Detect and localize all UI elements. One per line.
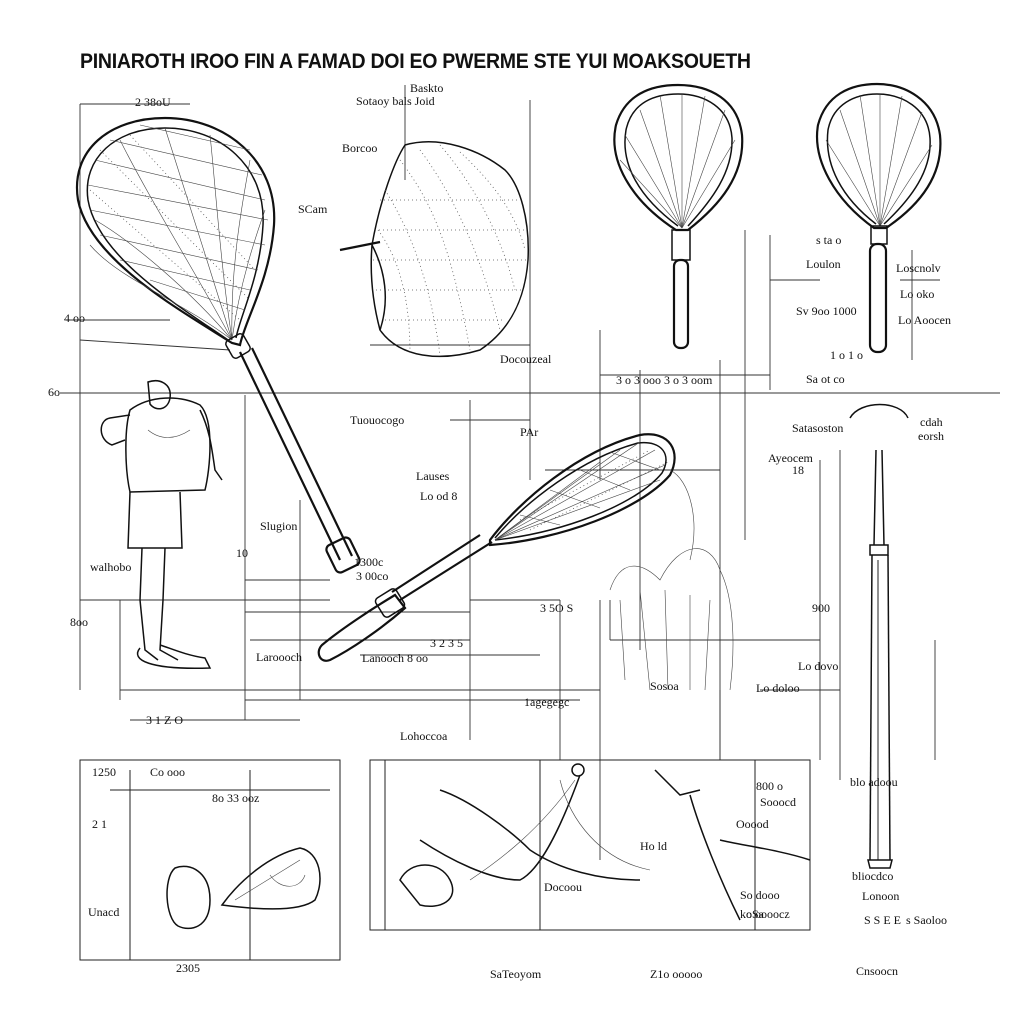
racket-handle-side-elevation: [849, 403, 909, 869]
racket-angled-illustration: [317, 433, 676, 662]
label: Docouzeal: [500, 352, 552, 366]
label: 3 o 3 ooo 3 o 3 oom: [616, 373, 713, 387]
label: Baskto: [410, 81, 443, 95]
label: Lauses: [416, 469, 450, 483]
label: 1 o 1 o: [830, 348, 863, 362]
label: 2305: [176, 961, 200, 975]
label: blo adoou: [850, 775, 898, 789]
label: Ayeocem: [768, 451, 814, 465]
label: Unacd: [88, 905, 119, 919]
racket-side-view-1: [613, 83, 744, 350]
label: Lo od 8: [420, 489, 457, 503]
label: Lonoon: [862, 889, 899, 903]
label: SaTeoyom: [490, 967, 542, 981]
label: S S E E: [864, 913, 901, 927]
label: Satasoston: [792, 421, 843, 435]
label: Lo doloo: [756, 681, 800, 695]
label: 1300c: [354, 555, 383, 569]
bottom-detail-panels: [79, 759, 811, 961]
label: s Saoloo: [906, 913, 947, 927]
label: walhobo: [90, 560, 131, 574]
label: Loscnolv: [896, 261, 941, 275]
label: Docoou: [544, 880, 582, 894]
player-figure-illustration: [100, 380, 223, 669]
label: s ta o: [816, 233, 841, 247]
label: 900: [812, 601, 830, 615]
label: Ooood: [736, 817, 769, 831]
label: Sooocd: [760, 795, 796, 809]
label: Cnsoocn: [856, 964, 898, 978]
label: PAr: [520, 425, 538, 439]
sheet-title: PINIAROTH IROO FIN A FAMAD DOI EO PWERME…: [80, 50, 751, 73]
label: Loulon: [806, 257, 841, 271]
label: 3 00co: [356, 569, 388, 583]
label: Lohoccoa: [400, 729, 448, 743]
label: Sa ot co: [806, 372, 845, 386]
label: 3 1 Z O: [146, 713, 183, 727]
label: 3 5O S: [540, 601, 573, 615]
label: 18: [792, 463, 804, 477]
label: 800 o: [756, 779, 783, 793]
label: 8oo: [70, 615, 88, 629]
label: 1250: [92, 765, 116, 779]
label: Lanooch 8 oo: [362, 651, 428, 665]
label: Lo oko: [900, 287, 934, 301]
label: Slugion: [260, 519, 297, 533]
label: 3 2 3 5: [430, 636, 463, 650]
label: Lo Aoocen: [898, 313, 951, 327]
label: Co ooo: [150, 765, 185, 779]
label: 6o: [48, 385, 60, 399]
label: 4 oo: [64, 311, 85, 325]
label: So dooo: [740, 888, 780, 902]
label: o oooocz: [746, 907, 790, 921]
dimension-lines: [60, 85, 1000, 860]
label: 10: [236, 546, 248, 560]
label: cdah: [920, 415, 943, 429]
annotation-labels: 2 38oU Baskto Sotaoy bals Joid Borcoo SC…: [48, 81, 951, 981]
label: Laroooch: [256, 650, 302, 664]
label: 2 1: [92, 817, 107, 831]
racket-large-illustration: [75, 116, 361, 574]
label: Z1o ooooo: [650, 967, 702, 981]
label: Sotaoy bals Joid: [356, 94, 435, 108]
label: Sosoa: [650, 679, 679, 693]
folded-net-illustration: [339, 141, 529, 358]
label: Sv 9oo 1000: [796, 304, 857, 318]
faint-sketch-figure: [609, 469, 734, 691]
label: SCam: [298, 202, 328, 216]
label: Ho ld: [640, 839, 667, 853]
label: 2 38oU: [135, 95, 171, 109]
label: Lo dovo: [798, 659, 838, 673]
label: koSa: [740, 907, 765, 921]
label: eorsh: [918, 429, 944, 443]
label: 8o 33 ooz: [212, 791, 259, 805]
label: Tuouocogo: [350, 413, 404, 427]
label: Borcoo: [342, 141, 377, 155]
racket-side-view-2: [815, 82, 942, 354]
label: 1agegegc: [524, 695, 569, 709]
label: bliocdco: [852, 869, 893, 883]
